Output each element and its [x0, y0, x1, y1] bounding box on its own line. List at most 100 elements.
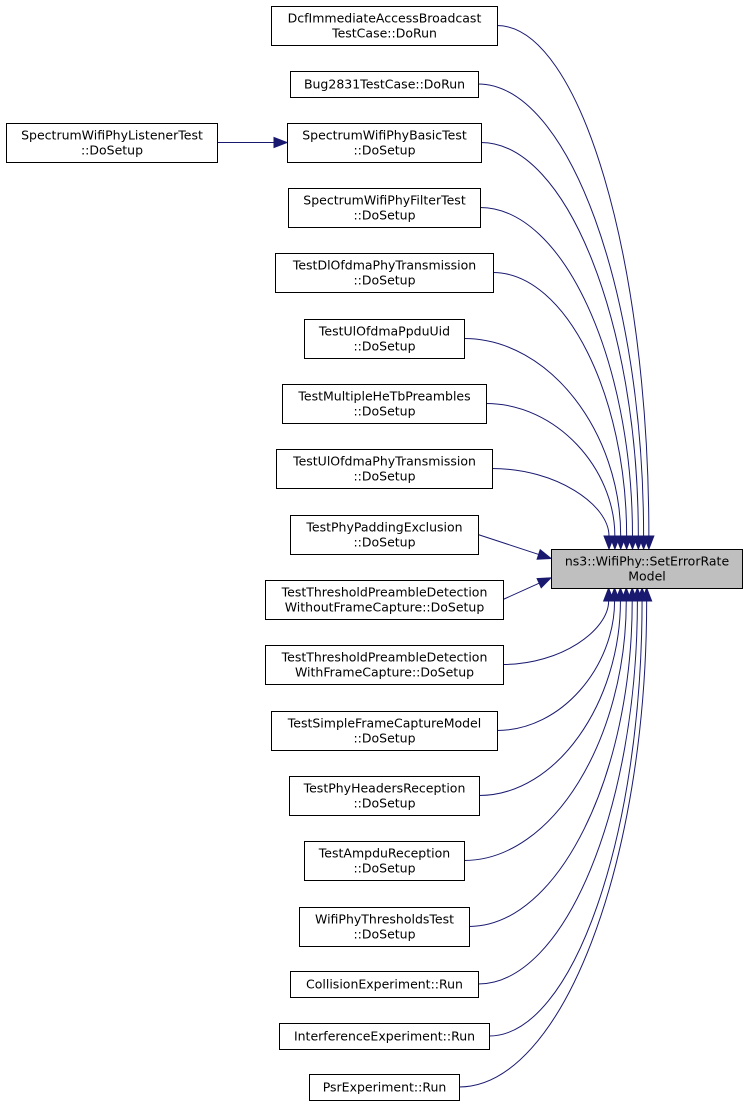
- edge-line: [502, 582, 540, 600]
- node-label: TestCase::DoRun: [331, 26, 437, 41]
- caller-node[interactable]: TestUlOfdmaPpduUid::DoSetup: [304, 319, 465, 359]
- edge-line: [480, 142, 639, 537]
- edge-line: [496, 600, 616, 731]
- edge-line: [477, 600, 638, 985]
- node-label: WithFrameCapture::DoSetup: [295, 665, 474, 680]
- edge-line: [468, 600, 633, 927]
- node-box: [289, 776, 480, 816]
- node-label: ::DoSetup: [353, 861, 415, 876]
- node-label: ::DoSetup: [353, 927, 415, 942]
- node-label: ns3::WifiPhy::SetErrorRate: [565, 554, 730, 569]
- node-box: [6, 123, 218, 163]
- node-label: ::DoSetup: [353, 208, 415, 223]
- node-label: TestPhyHeadersReception: [303, 781, 466, 796]
- node-label: ::DoSetup: [81, 143, 143, 158]
- node-label: CollisionExperiment::Run: [306, 977, 463, 992]
- caller-node[interactable]: SpectrumWifiPhyBasicTest::DoSetup: [287, 123, 482, 163]
- node-label: Model: [628, 569, 666, 584]
- edge-line: [488, 600, 643, 1037]
- node-label: TestUlOfdmaPhyTransmission: [292, 454, 476, 469]
- caller-node[interactable]: SpectrumWifiPhyFilterTest::DoSetup: [288, 188, 481, 228]
- edge-line: [502, 600, 610, 665]
- node-box: [265, 645, 504, 685]
- node-label: SpectrumWifiPhyBasicTest: [302, 128, 467, 143]
- node-box: [304, 841, 465, 881]
- node-label: ::DoSetup: [353, 535, 415, 550]
- node-box: [282, 384, 487, 424]
- node-label: SpectrumWifiPhyListenerTest: [21, 128, 203, 143]
- edge-arrowhead: [640, 586, 653, 602]
- node-box: [299, 907, 470, 947]
- caller-node[interactable]: TestPhyHeadersReception::DoSetup: [289, 776, 480, 816]
- edge-line: [477, 83, 645, 537]
- caller-node[interactable]: TestAmpduReception::DoSetup: [304, 841, 465, 881]
- node-box: [551, 549, 743, 589]
- node-label: TestThresholdPreambleDetection: [281, 650, 488, 665]
- node-label: ::DoSetup: [353, 796, 415, 811]
- edge-line: [477, 534, 539, 555]
- node-label: ::DoSetup: [353, 273, 415, 288]
- node-box: [276, 449, 493, 489]
- edges-layer: [217, 25, 655, 1088]
- node-label: SpectrumWifiPhyFilterTest: [303, 193, 466, 208]
- edge-line: [463, 600, 627, 861]
- node-box: [265, 580, 504, 620]
- node-box: [304, 319, 465, 359]
- edge-arrowhead: [273, 136, 289, 149]
- node-box: [287, 123, 482, 163]
- node-label: PsrExperiment::Run: [323, 1080, 447, 1095]
- caller-node[interactable]: PsrExperiment::Run: [309, 1074, 460, 1101]
- node-label: TestThresholdPreambleDetection: [281, 585, 488, 600]
- caller-node[interactable]: DcfImmediateAccessBroadcastTestCase::DoR…: [271, 6, 498, 46]
- node-label: ::DoSetup: [353, 143, 415, 158]
- edge-line: [496, 25, 650, 537]
- caller-node[interactable]: TestPhyPaddingExclusion::DoSetup: [290, 515, 479, 555]
- caller-node[interactable]: TestThresholdPreambleDetectionWithFrameC…: [265, 645, 504, 685]
- node-box: [290, 71, 479, 98]
- caller-node[interactable]: InterferenceExperiment::Run: [279, 1023, 490, 1050]
- node-label: Bug2831TestCase::DoRun: [304, 77, 465, 92]
- node-label: TestAmpduReception: [318, 846, 450, 861]
- node-label: TestMultipleHeTbPreambles: [297, 389, 470, 404]
- node-box: [290, 515, 479, 555]
- edge-line: [491, 468, 610, 537]
- node-label: WithoutFrameCapture::DoSetup: [285, 600, 485, 615]
- edge-arrowhead: [536, 577, 553, 589]
- node-label: TestUlOfdmaPpduUid: [318, 324, 450, 339]
- caller-node[interactable]: TestUlOfdmaPhyTransmission::DoSetup: [276, 449, 493, 489]
- edge-arrowhead: [536, 548, 553, 560]
- edge-arrowhead: [603, 535, 615, 551]
- node-label: ::DoSetup: [353, 731, 415, 746]
- caller-node[interactable]: TestMultipleHeTbPreambles::DoSetup: [282, 384, 487, 424]
- node-box: [271, 6, 498, 46]
- node-label: DcfImmediateAccessBroadcast: [288, 11, 482, 26]
- node-box: [290, 971, 479, 998]
- nodes-layer: DcfImmediateAccessBroadcastTestCase::DoR…: [6, 6, 743, 1101]
- node-box: [279, 1023, 490, 1050]
- node-label: InterferenceExperiment::Run: [294, 1029, 475, 1044]
- edge-line: [479, 207, 633, 537]
- caller-node[interactable]: TestThresholdPreambleDetectionWithoutFra…: [265, 580, 504, 620]
- edge-line: [458, 600, 648, 1088]
- caller-node[interactable]: TestSimpleFrameCaptureModel::DoSetup: [271, 711, 498, 751]
- edge-line: [478, 600, 621, 796]
- node-label: WifiPhyThresholdsTest: [315, 912, 454, 927]
- edge-line: [492, 272, 628, 537]
- node-label: TestPhyPaddingExclusion: [305, 520, 462, 535]
- caller-node[interactable]: CollisionExperiment::Run: [290, 971, 479, 998]
- node-label: ::DoSetup: [353, 469, 415, 484]
- node-box: [275, 253, 494, 293]
- node-label: TestDlOfdmaPhyTransmission: [292, 258, 476, 273]
- node-label: TestSimpleFrameCaptureModel: [287, 716, 481, 731]
- node-box: [309, 1074, 460, 1101]
- edge-line: [463, 338, 622, 537]
- caller-node[interactable]: SpectrumWifiPhyListenerTest::DoSetup: [6, 123, 218, 163]
- node-box: [271, 711, 498, 751]
- edge-line: [485, 403, 616, 537]
- caller-node[interactable]: Bug2831TestCase::DoRun: [290, 71, 479, 98]
- caller-node[interactable]: TestDlOfdmaPhyTransmission::DoSetup: [275, 253, 494, 293]
- caller-node[interactable]: WifiPhyThresholdsTest::DoSetup: [299, 907, 470, 947]
- node-box: [288, 188, 481, 228]
